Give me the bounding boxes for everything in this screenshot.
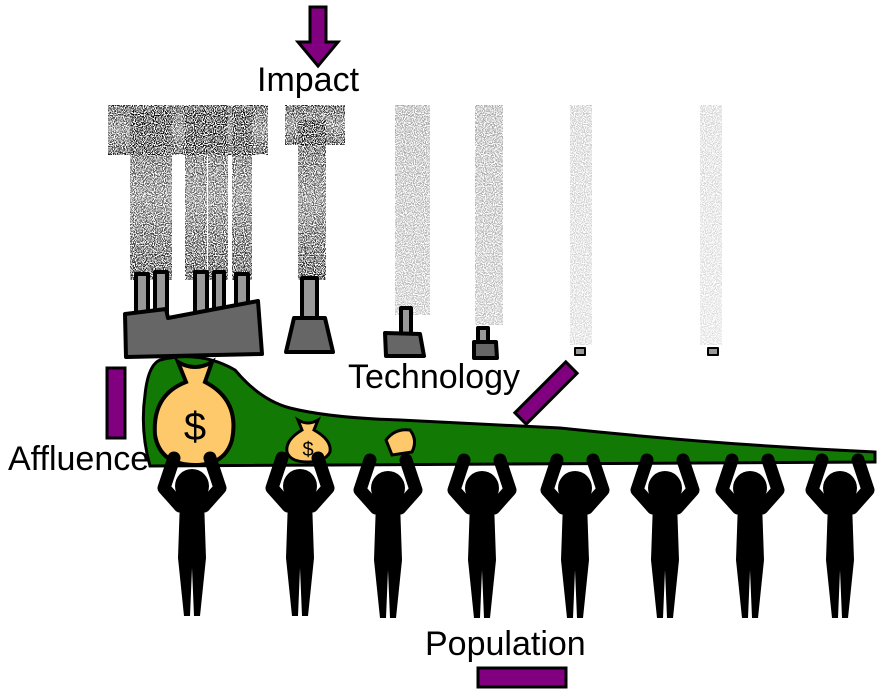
factories [123,270,719,360]
person-icon [272,458,328,616]
money-bag-icon [384,428,417,457]
person-icon [164,458,220,616]
affluence-bar [105,366,127,440]
person-icon [360,460,416,618]
smoke-plumes [108,105,722,345]
factory-icon [383,306,426,358]
person-icon [637,460,693,618]
technology-bar [512,359,580,427]
person-icon [722,460,778,618]
factory-icon [472,326,499,360]
svg-text:$: $ [184,405,206,449]
population-label: Population [425,625,586,663]
person-icon [547,460,603,618]
population-bar [476,666,568,689]
person-icon [812,460,868,618]
factory-icon [284,276,335,354]
affluence-label: Affluence [8,440,150,478]
population-people [164,458,868,618]
impact-label: Impact [257,61,360,99]
money-bag-icon: $ [152,357,236,468]
impact-down-arrow-icon [294,5,342,69]
person-icon [454,460,510,618]
svg-text:$: $ [302,439,313,461]
technology-label: Technology [348,358,521,396]
factory-icon [123,270,264,359]
